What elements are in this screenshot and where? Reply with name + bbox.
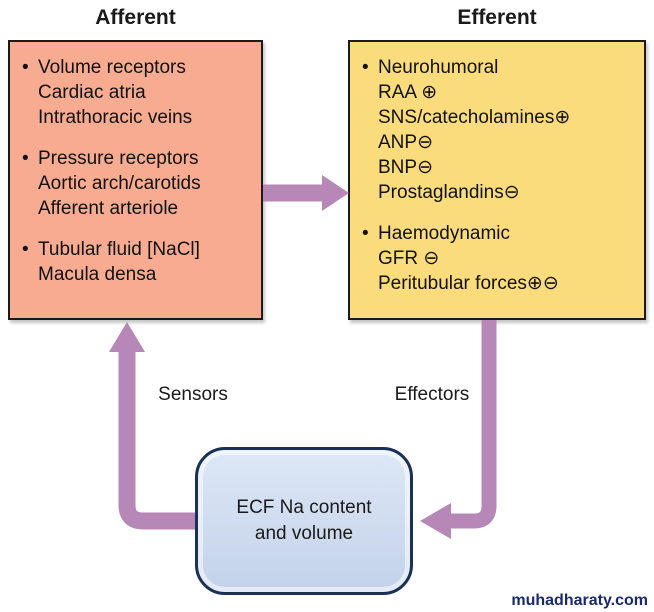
effectors-label: Effectors (394, 384, 470, 405)
list-subitem: Peritubular forces⊕⊖ (378, 273, 559, 294)
list-item: Pressure receptors (38, 148, 199, 169)
afferent-group-tubular-fluid: • Tubular fluid [NaCl] Macula densa (22, 237, 253, 287)
list-subitem: Macula densa (38, 264, 157, 285)
afferent-group-volume-receptors: • Volume receptors Cardiac atria Intrath… (22, 55, 253, 130)
list-subitem: GFR ⊖ (378, 248, 440, 269)
bullet-icon: • (22, 57, 29, 78)
bullet-icon: • (22, 239, 29, 260)
list-subitem: Prostaglandins⊖ (378, 182, 520, 203)
list-subitem: SNS/catecholamines⊕ (378, 107, 571, 128)
ecf-box: ECF Na content and volume (195, 447, 413, 595)
sensors-label: Sensors (158, 384, 228, 405)
efferent-group-neurohumoral: • Neurohumoral RAA ⊕ SNS/catecholamines⊕… (362, 55, 636, 205)
efferent-group-haemodynamic: • Haemodynamic GFR ⊖ Peritubular forces⊕… (362, 221, 636, 296)
afferent-box: • Volume receptors Cardiac atria Intrath… (8, 40, 263, 320)
list-subitem: ANP⊖ (378, 132, 433, 153)
list-subitem: Aortic arch/carotids (38, 173, 201, 194)
list-subitem: Cardiac atria (38, 82, 146, 103)
afferent-heading: Afferent (95, 6, 176, 29)
ecf-text-line2: and volume (254, 523, 354, 544)
afferent-to-efferent-arrow (263, 175, 349, 211)
list-item: Tubular fluid [NaCl] (38, 239, 200, 260)
ecf-text-line1: ECF Na content (236, 497, 372, 518)
list-subitem: BNP⊖ (378, 157, 433, 178)
bullet-icon: • (22, 148, 29, 169)
bullet-icon: • (362, 57, 369, 78)
efferent-box: • Neurohumoral RAA ⊕ SNS/catecholamines⊕… (348, 40, 646, 320)
list-item: Neurohumoral (378, 57, 499, 78)
list-subitem: RAA ⊕ (378, 82, 438, 103)
afferent-group-pressure-receptors: • Pressure receptors Aortic arch/carotid… (22, 146, 253, 221)
bullet-icon: • (362, 223, 369, 244)
list-item: Volume receptors (38, 57, 186, 78)
list-subitem: Afferent arteriole (38, 198, 179, 219)
watermark: muhadharaty.com (511, 592, 648, 609)
ecf-to-afferent-arrow (109, 322, 200, 530)
efferent-heading: Efferent (457, 6, 537, 29)
list-subitem: Intrathoracic veins (38, 107, 193, 128)
efferent-to-ecf-arrow (420, 320, 497, 539)
list-item: Haemodynamic (378, 223, 510, 244)
